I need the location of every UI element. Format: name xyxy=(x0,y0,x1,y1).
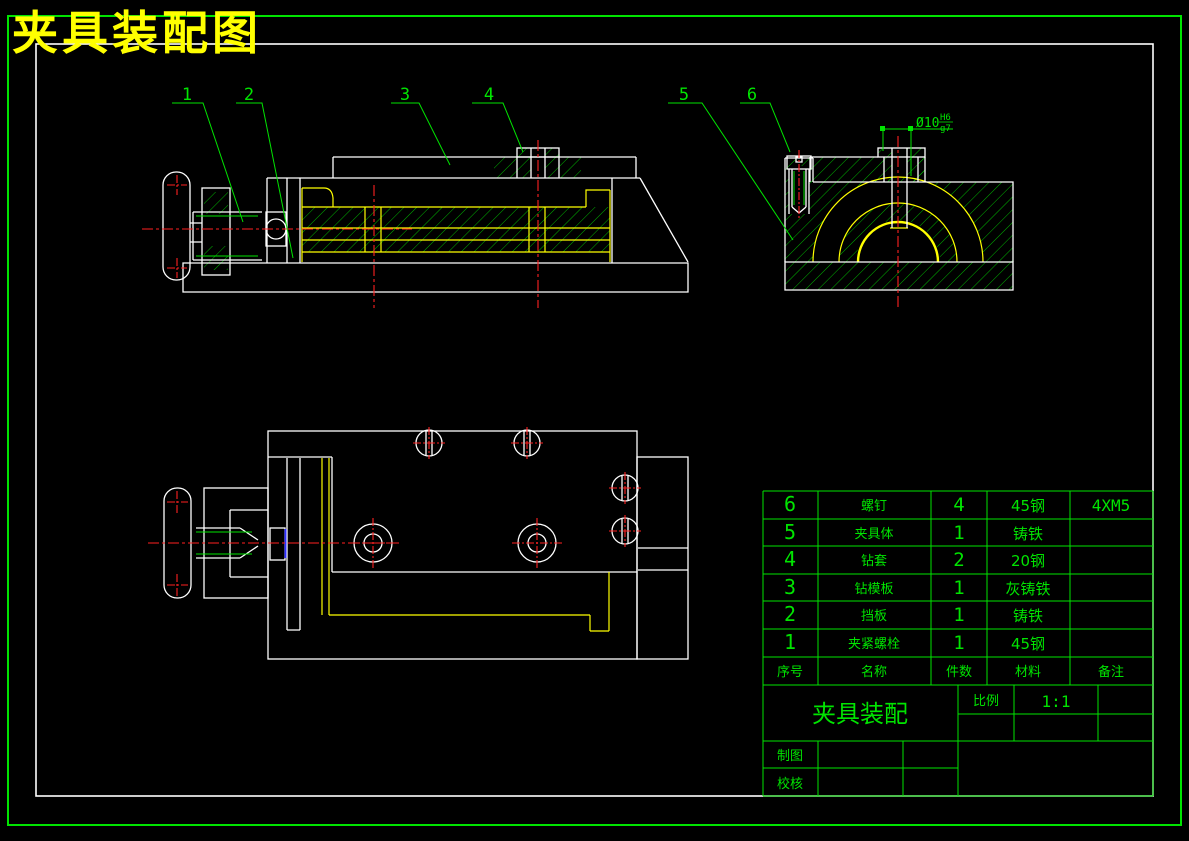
plan-hidden-template xyxy=(321,458,610,632)
svg-text:铸铁: 铸铁 xyxy=(1013,525,1043,543)
balloon-3: 3 xyxy=(391,85,451,166)
handle-wheel xyxy=(162,171,191,281)
hub-hatch-top xyxy=(204,192,228,214)
svg-text:1: 1 xyxy=(953,522,964,544)
base-hatch xyxy=(785,262,1013,290)
svg-text:4: 4 xyxy=(784,547,796,571)
svg-text:螺钉: 螺钉 xyxy=(861,499,887,514)
svg-text:1: 1 xyxy=(953,604,964,626)
balloon-5: 5 xyxy=(668,85,794,241)
checked-by-label: 校核 xyxy=(777,776,803,792)
side-section-view: Ø10 H6 g7 xyxy=(784,113,1014,310)
balloon-callouts: 1 2 3 4 5 6 xyxy=(172,85,794,259)
drawing-name: 夹具装配 xyxy=(812,700,908,728)
sheet-border xyxy=(7,15,1182,826)
parts-table: 6 螺钉 4 45钢 4XM5 5 夹具体 1 铸铁 4 钻套 2 20钢 xyxy=(762,490,1153,796)
balloon-3-label: 3 xyxy=(400,85,410,105)
bore-ring-hatch xyxy=(839,203,957,262)
balloon-6: 6 xyxy=(740,85,791,153)
fixture-body-outline xyxy=(182,156,689,293)
page-title: 夹具装配图 xyxy=(12,6,262,60)
svg-text:挡板: 挡板 xyxy=(861,609,887,624)
balloon-4: 4 xyxy=(472,85,524,153)
balloon-6-label: 6 xyxy=(747,85,757,105)
svg-text:2: 2 xyxy=(784,602,796,626)
dimension-tolerance-upper: H6 xyxy=(940,113,951,123)
svg-text:20钢: 20钢 xyxy=(1011,552,1045,570)
svg-text:钻模板: 钻模板 xyxy=(854,582,893,597)
side-body-outline xyxy=(784,156,1014,291)
header-material: 材料 xyxy=(1015,665,1041,680)
table-row: 6 螺钉 4 45钢 4XM5 xyxy=(784,492,1130,516)
table-row: 3 钻模板 1 灰铸铁 xyxy=(784,575,1051,599)
balloon-1-label: 1 xyxy=(182,85,192,105)
svg-text:45钢: 45钢 xyxy=(1011,635,1045,653)
svg-text:钻套: 钻套 xyxy=(861,553,887,569)
table-row: 4 钻套 2 20钢 xyxy=(784,547,1045,571)
table-header-row: 序号 名称 件数 材料 备注 xyxy=(777,664,1124,680)
header-remark: 备注 xyxy=(1098,664,1124,680)
svg-text:2: 2 xyxy=(953,549,964,571)
svg-text:6: 6 xyxy=(784,492,796,516)
scale-label: 比例 xyxy=(973,694,999,709)
svg-text:1: 1 xyxy=(953,632,964,654)
balloon-5-label: 5 xyxy=(679,85,689,105)
svg-text:夹具体: 夹具体 xyxy=(854,527,893,542)
svg-text:3: 3 xyxy=(784,575,796,599)
drawn-by-label: 制图 xyxy=(777,749,803,764)
svg-text:铸铁: 铸铁 xyxy=(1013,607,1043,625)
template-section-hatch xyxy=(302,207,610,252)
table-row: 5 夹具体 1 铸铁 xyxy=(784,520,1043,544)
balloon-4-label: 4 xyxy=(484,85,494,105)
scale-value: 1:1 xyxy=(1042,692,1071,711)
bolt-thread-lines xyxy=(196,215,258,257)
table-row: 1 夹紧螺栓 1 45钢 xyxy=(784,630,1045,654)
svg-text:5: 5 xyxy=(784,520,796,544)
plan-centerlines xyxy=(148,427,641,596)
header-qty: 件数 xyxy=(946,665,972,680)
dimension-tolerance-lower: g7 xyxy=(940,124,951,134)
svg-text:45钢: 45钢 xyxy=(1011,497,1045,515)
title-block: 夹具装配 比例 1:1 制图 校核 xyxy=(763,491,1154,797)
balloon-2-label: 2 xyxy=(244,85,254,105)
front-centerlines xyxy=(142,140,539,308)
svg-text:1: 1 xyxy=(784,630,796,654)
balloon-1: 1 xyxy=(172,85,244,223)
bushing-wall-hatch xyxy=(517,148,531,178)
svg-text:4XM5: 4XM5 xyxy=(1092,496,1131,515)
dimension-bore: Ø10 H6 g7 xyxy=(880,113,953,176)
dimension-value: Ø10 xyxy=(916,116,939,131)
svg-text:1: 1 xyxy=(953,577,964,599)
plan-bolt xyxy=(196,527,287,561)
header-name: 名称 xyxy=(861,664,887,680)
balloon-2: 2 xyxy=(236,85,294,259)
front-view xyxy=(142,140,689,308)
hub-hatch-bottom xyxy=(204,246,228,270)
svg-text:灰铸铁: 灰铸铁 xyxy=(1005,580,1050,598)
table-row: 2 挡板 1 铸铁 xyxy=(784,602,1043,626)
svg-text:夹紧螺栓: 夹紧螺栓 xyxy=(848,637,900,652)
side-centerlines xyxy=(798,136,899,310)
drill-bushing-side xyxy=(877,147,926,228)
header-seq: 序号 xyxy=(777,665,803,680)
plan-view xyxy=(148,427,689,660)
svg-text:4: 4 xyxy=(953,494,964,516)
body-section-hatch xyxy=(813,177,1013,262)
